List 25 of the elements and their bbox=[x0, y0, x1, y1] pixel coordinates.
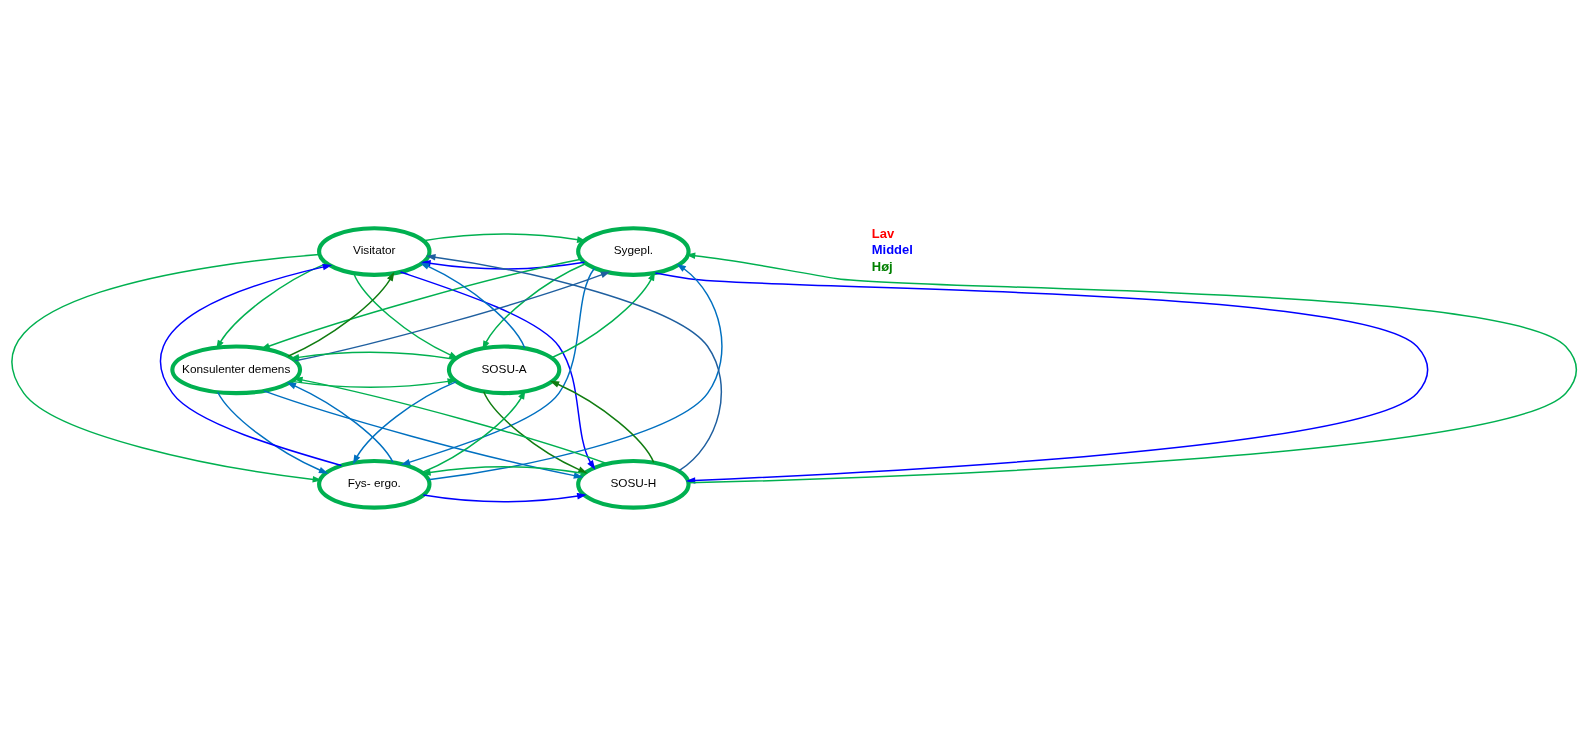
arrow bbox=[287, 271, 395, 357]
arrow bbox=[12, 253, 323, 483]
legend-label: Høj bbox=[871, 258, 893, 274]
arrow bbox=[550, 270, 656, 358]
arrow bbox=[422, 232, 587, 243]
arrow bbox=[422, 492, 587, 503]
arrow bbox=[352, 272, 459, 359]
arrow bbox=[549, 380, 655, 463]
arrow bbox=[419, 262, 526, 349]
arrow bbox=[294, 271, 611, 362]
arrow bbox=[216, 262, 328, 350]
arrow bbox=[291, 377, 457, 388]
arrow bbox=[483, 390, 588, 473]
arrow bbox=[216, 391, 329, 474]
arrow bbox=[685, 251, 1577, 484]
arrow bbox=[352, 380, 458, 464]
arrow bbox=[421, 465, 586, 476]
legend-label: Lav bbox=[871, 225, 895, 241]
arrow bbox=[159, 263, 343, 466]
arrow bbox=[263, 389, 584, 479]
arrow bbox=[293, 376, 608, 464]
arrow bbox=[482, 262, 587, 350]
arrow bbox=[286, 381, 394, 463]
arrow bbox=[654, 271, 1429, 484]
legend-label: Middel bbox=[871, 241, 913, 257]
